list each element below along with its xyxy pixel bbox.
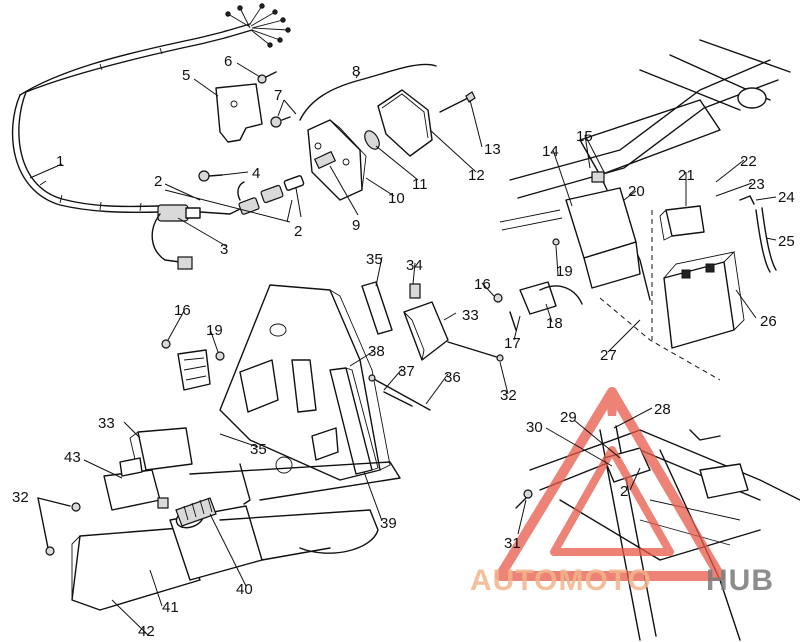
bumper-assembly	[37, 427, 263, 611]
leader-lines	[29, 62, 777, 636]
callout-29: 29	[560, 409, 577, 426]
callout-23: 23	[748, 176, 765, 193]
callout-1: 1	[56, 153, 64, 170]
callout-34: 34	[406, 257, 423, 274]
callout-5: 5	[182, 67, 190, 84]
callout-40: 40	[236, 581, 253, 598]
callout-3: 3	[220, 241, 228, 258]
callout-16: 16	[474, 276, 491, 293]
callout-11: 11	[412, 176, 428, 193]
callout-16: 16	[174, 302, 191, 319]
callout-43: 43	[64, 449, 81, 466]
callout-18: 18	[546, 315, 563, 332]
callout-24: 24	[778, 189, 795, 206]
callout-33: 33	[98, 415, 115, 432]
callout-28: 28	[654, 401, 671, 418]
tail-light-assembly	[299, 63, 476, 201]
callout-13: 13	[484, 141, 501, 158]
callout-14: 14	[542, 143, 559, 160]
callout-19: 19	[206, 322, 223, 339]
frame-rail	[189, 461, 401, 561]
callout-27: 27	[600, 347, 617, 364]
watermark-text-suffix: HUB	[706, 564, 774, 597]
wiring-harness	[11, 3, 291, 214]
callout-31: 31	[504, 535, 521, 552]
callout-26: 26	[760, 313, 777, 330]
callout-2: 2	[620, 483, 628, 500]
callout-4: 4	[252, 165, 260, 182]
callout-labels: 1 2 2 2 3 4 5 6 7 8 9 10 11 12 13 14 15 …	[12, 53, 795, 640]
watermark-text-brand: AUTOMOTO	[470, 564, 652, 597]
harness-connectors	[151, 175, 305, 270]
callout-17: 17	[504, 335, 521, 352]
callout-41: 41	[162, 599, 179, 616]
callout-38: 38	[368, 343, 385, 360]
callout-15: 15	[576, 128, 593, 145]
callout-10: 10	[388, 190, 405, 207]
callout-20: 20	[628, 183, 645, 200]
mounting-plate	[198, 71, 291, 182]
callout-30: 30	[526, 419, 543, 436]
callout-22: 22	[740, 153, 757, 170]
callout-19: 19	[556, 263, 573, 280]
callout-9: 9	[352, 217, 360, 234]
right-bracket-parts	[493, 238, 583, 331]
callout-32: 32	[500, 387, 517, 404]
battery-box	[565, 171, 777, 381]
callout-6: 6	[224, 53, 232, 70]
callout-7: 7	[274, 87, 282, 104]
callout-39: 39	[380, 515, 397, 532]
callout-35: 35	[366, 251, 383, 268]
callout-2: 2	[154, 173, 162, 190]
callout-35: 35	[250, 441, 267, 458]
callout-25: 25	[778, 233, 795, 250]
callout-33: 33	[462, 307, 479, 324]
callout-36: 36	[444, 369, 461, 386]
rear-frame	[499, 39, 791, 301]
callout-42: 42	[138, 623, 155, 640]
watermark-logo	[495, 387, 725, 581]
callout-32: 32	[12, 489, 29, 506]
callout-2: 2	[294, 223, 302, 240]
callout-37: 37	[398, 363, 415, 380]
main-bracket-panel	[219, 281, 504, 481]
watermark-text: AUTOMOTO HUB	[470, 564, 774, 597]
callout-21: 21	[678, 167, 695, 184]
callout-8: 8	[352, 63, 360, 80]
relay-parts	[161, 339, 225, 391]
callout-12: 12	[468, 167, 485, 184]
